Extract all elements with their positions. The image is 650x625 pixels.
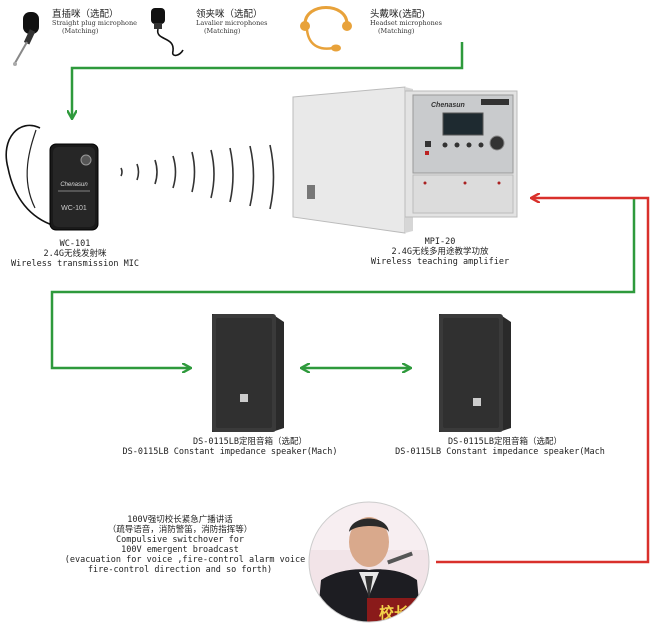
transmitter-model: WC-101 bbox=[59, 239, 91, 249]
principal-speaker-portrait: 校长 bbox=[308, 501, 430, 623]
speaker-right-device bbox=[439, 314, 511, 432]
mic-headset-title: 头戴咪(选配) bbox=[370, 9, 425, 20]
emergency-to-amplifier-line bbox=[436, 198, 650, 564]
teaching-amplifier-device: Chenasun bbox=[292, 86, 518, 234]
amplifier-model: MPI-20 bbox=[424, 237, 456, 247]
amplifier-to-speaker-line bbox=[50, 198, 636, 368]
mic-to-transmitter-line bbox=[72, 42, 464, 118]
mic-straight-sub2: (Matching) bbox=[62, 27, 99, 35]
broadcast-line3: Compulsive switchover for bbox=[116, 535, 244, 545]
transmitter-name-cn: 2.4G无线发射咪 bbox=[43, 249, 107, 259]
mic-lavalier-title: 领夹咪（选配） bbox=[196, 9, 263, 20]
speaker-left-device bbox=[212, 314, 284, 432]
speaker-right-line2: DS-0115LB Constant impedance speaker(Mac… bbox=[395, 447, 605, 457]
mic-straight-sub1: Straight plug microphone bbox=[52, 19, 138, 27]
speaker-left-line2: DS-0115LB Constant impedance speaker(Mac… bbox=[122, 447, 338, 457]
mic-lavalier-sub2: (Matching) bbox=[204, 27, 241, 35]
headset-microphone-icon bbox=[300, 6, 352, 52]
broadcast-line1: 100V强切校长紧急广播讲话 bbox=[127, 515, 233, 525]
straight-plug-microphone-icon bbox=[13, 12, 39, 66]
broadcast-line6: fire-control direction and so forth) bbox=[87, 565, 273, 575]
mic-headset-sub1: Headset microphones bbox=[370, 19, 442, 27]
broadcast-line5: (evacuation for voice ,fire-control alar… bbox=[64, 555, 306, 565]
broadcast-line2: （疏导语音，消防警笛，消防指挥等） bbox=[107, 525, 253, 535]
transmitter-brand-text: Chenasun bbox=[60, 182, 88, 188]
principal-badge-text: 校长 bbox=[379, 604, 410, 622]
lavalier-microphone-icon bbox=[151, 8, 184, 57]
amplifier-brand-text: Chenasun bbox=[431, 102, 465, 109]
speaker-right-line1: DS-0115LB定阻音箱（选配） bbox=[447, 437, 563, 447]
amplifier-name-en: Wireless teaching amplifier bbox=[370, 257, 510, 267]
mic-straight-title: 直插咪（选配） bbox=[52, 9, 119, 20]
transmitter-name-en: Wireless transmission MIC bbox=[11, 259, 139, 269]
speaker-left-line1: DS-0115LB定阻音箱（选配） bbox=[192, 437, 308, 447]
mic-lavalier-sub1: Lavalier microphones bbox=[196, 19, 268, 27]
broadcast-line4: 100V emergent broadcast bbox=[121, 545, 239, 555]
mic-headset-sub2: (Matching) bbox=[378, 27, 415, 35]
amplifier-name-cn: 2.4G无线多用途教学功放 bbox=[391, 247, 489, 257]
wireless-transmitter-device: Chenasun WC-101 bbox=[5, 124, 99, 231]
wireless-waves bbox=[120, 144, 275, 210]
transmitter-device-label: WC-101 bbox=[61, 205, 87, 212]
